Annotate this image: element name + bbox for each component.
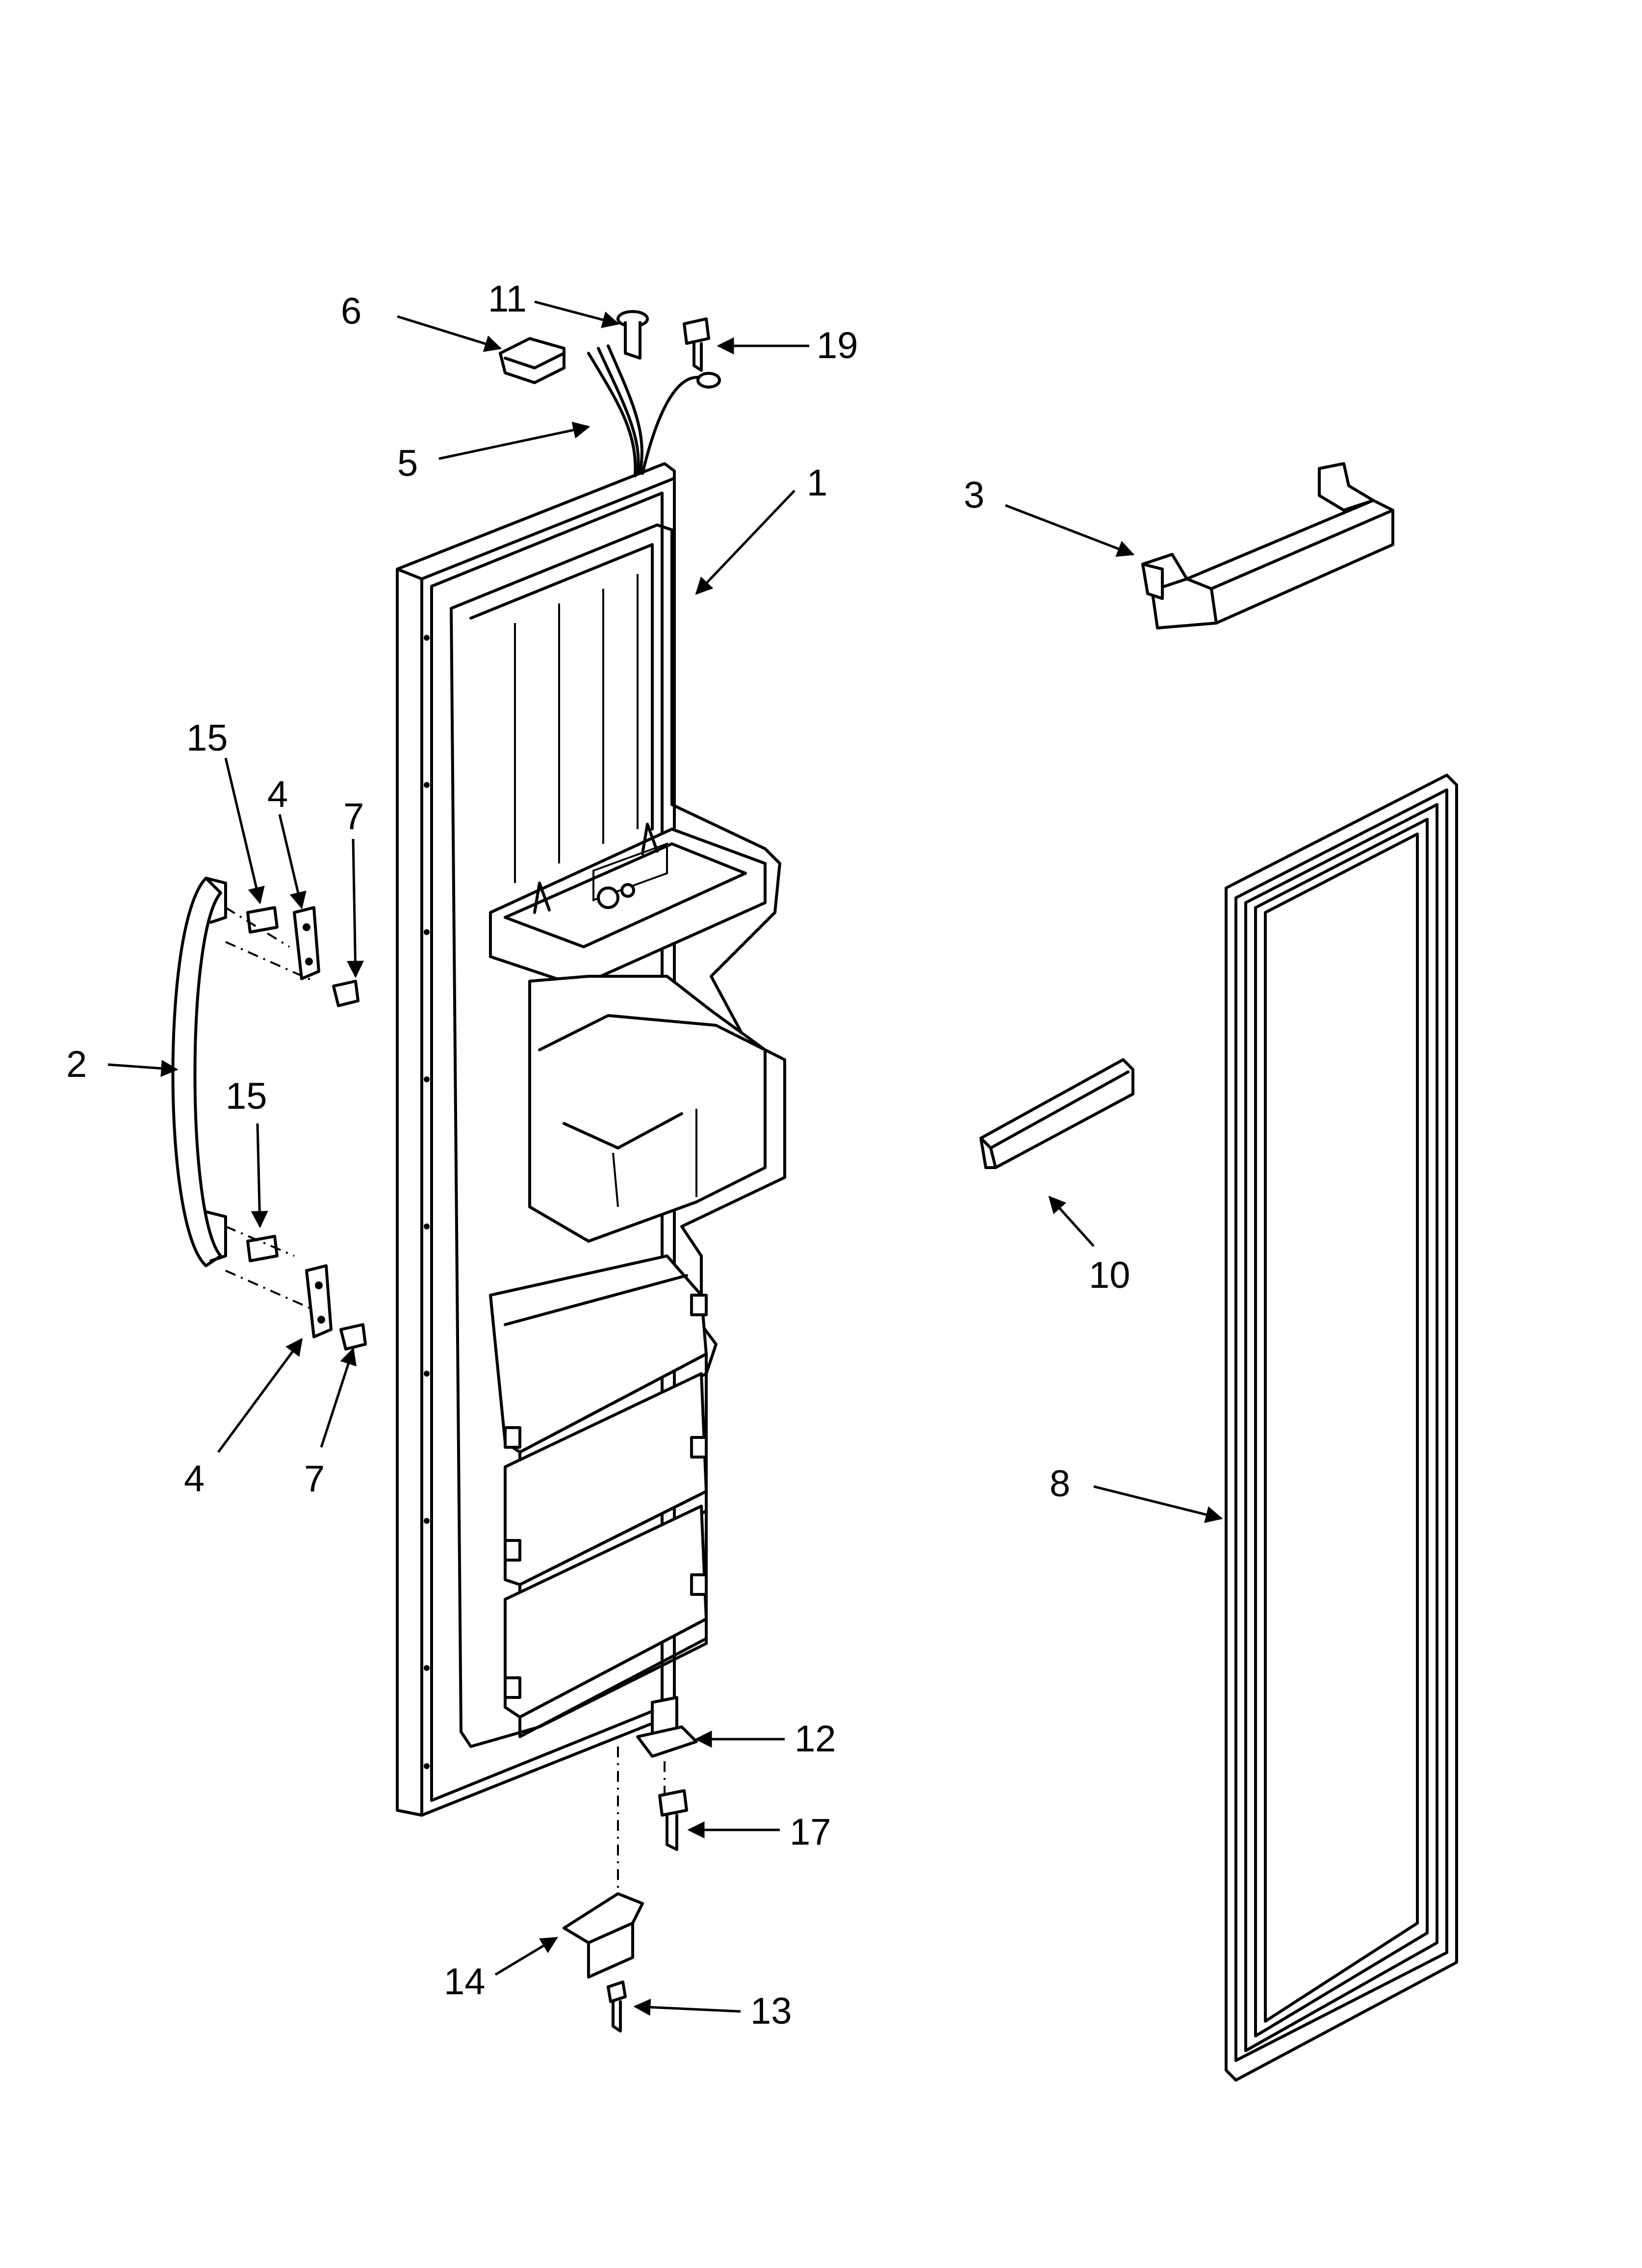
screw-17-part — [658, 1789, 688, 1851]
door-bins — [489, 1254, 708, 1738]
bracket-part — [1141, 462, 1394, 629]
callout-7-lower: 7 — [304, 1458, 325, 1500]
leader-lines — [107, 300, 1223, 2016]
callout-6: 6 — [341, 290, 361, 332]
handle-mount-upper — [225, 906, 359, 1007]
callout-7-upper: 7 — [343, 796, 364, 837]
callout-3: 3 — [964, 474, 984, 516]
callout-14: 14 — [444, 1961, 486, 2003]
callout-10: 10 — [1089, 1254, 1130, 1296]
callout-4-lower: 4 — [184, 1458, 205, 1500]
screw-19-part — [683, 317, 710, 372]
door-panel-part — [396, 462, 786, 1817]
callout-5: 5 — [397, 443, 418, 484]
callout-17: 17 — [790, 1811, 831, 1853]
switch-part — [499, 337, 565, 384]
callout-2: 2 — [66, 1043, 87, 1085]
callout-1: 1 — [807, 462, 827, 504]
callout-15-upper: 15 — [186, 717, 228, 759]
door-handle-part — [171, 877, 227, 1267]
wire-harness-part — [587, 344, 721, 477]
handle-mount-lower — [225, 1225, 367, 1351]
callout-labels: 1 2 3 4 4 5 6 7 7 8 10 11 12 13 14 15 15… — [66, 278, 1130, 2032]
callout-8: 8 — [1050, 1463, 1070, 1505]
callout-19: 19 — [817, 325, 858, 366]
screw-13-part — [607, 1981, 627, 2033]
callout-11: 11 — [488, 278, 527, 320]
door-gasket-part — [1225, 774, 1458, 2082]
hinge-part — [563, 1747, 644, 1979]
trim-part — [979, 1058, 1134, 1169]
callout-13: 13 — [750, 1990, 792, 2032]
callout-12: 12 — [795, 1718, 836, 1760]
callout-15-lower: 15 — [226, 1075, 267, 1117]
callout-4-upper: 4 — [267, 774, 288, 815]
frame-holes — [424, 635, 430, 1769]
plug-part — [616, 310, 649, 360]
